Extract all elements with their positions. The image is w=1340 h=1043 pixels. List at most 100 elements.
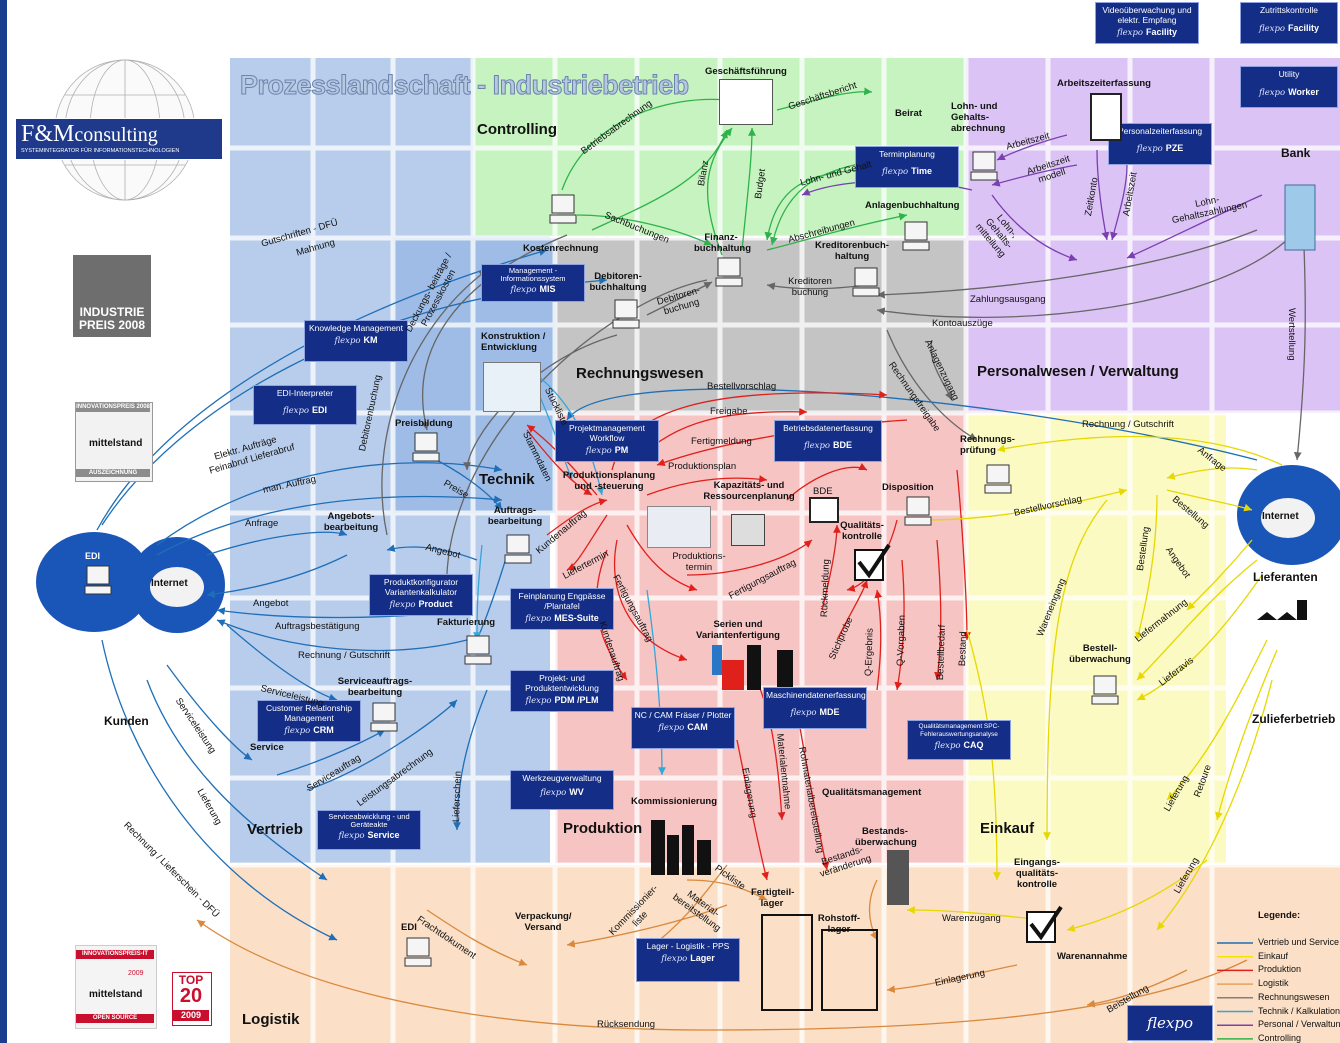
node-serviceauftrag-bearbeitung: Serviceauftrags- bearbeitung: [337, 676, 413, 698]
team-icon: [647, 506, 711, 548]
award-mittelstand-2009: mittelstand: [89, 989, 143, 1000]
flexpo-logo: flexpo: [1127, 1005, 1213, 1041]
external-lieferanten: Lieferanten: [1253, 570, 1318, 584]
flow-angebot-kunde: Angebot: [253, 598, 289, 609]
external-edi: EDI: [85, 551, 101, 561]
company-tagline: SYSTEMINTEGRATOR FÜR INFORMATIONSTECHNOL…: [21, 148, 180, 154]
flow-bestellvorschlag-1: Bestellvorschlag: [707, 381, 777, 392]
node-produktionstermin: Produktions- termin: [672, 551, 726, 573]
external-zulieferbetrieb: Zulieferbetrieb: [1252, 712, 1336, 726]
node-fakturierung: Fakturierung: [437, 617, 496, 628]
node-edi-logistik: EDI: [401, 922, 417, 933]
node-eingangskontrolle: Eingangs- qualitäts- kontrolle: [1014, 857, 1060, 890]
external-internet-left: Internet: [151, 578, 188, 589]
flow-zahlungsausgang: Zahlungsausgang: [970, 294, 1046, 305]
flow-anfrage-kunde: Anfrage: [245, 518, 279, 529]
award-top20-num: 20: [179, 985, 203, 1007]
module-caq[interactable]: Qualitätsmanagement SPC-Fehlerauswertung…: [907, 720, 1011, 760]
node-kommissionierung: Kommissionierung: [631, 796, 718, 807]
legend-lines: [1217, 942, 1253, 1040]
plan-board-icon: [731, 514, 765, 546]
node-konstruktion: Konstruktion / Entwicklung: [481, 331, 546, 353]
flow-warenzugang: Warenzugang: [942, 913, 1001, 924]
module-product[interactable]: Produktkonfigurator Variantenkalkulator …: [369, 574, 473, 616]
clock-terminal-icon: [1090, 93, 1122, 141]
flow-rechnung-gutschrift-kunde: Rechnung / Gutschrift: [298, 650, 390, 661]
flow-bestand: Bestand: [957, 631, 970, 667]
legend-item: Rechnungswesen: [1258, 991, 1330, 1002]
node-debitorenbuchhaltung: Debitoren- buchhaltung: [589, 271, 647, 293]
company-logo: [15, 118, 223, 160]
flow-produktionsplan: Produktionsplan: [668, 461, 737, 472]
external-kunden: Kunden: [104, 714, 149, 728]
zone-produktion-bg: [555, 413, 966, 863]
external-bank: Bank: [1281, 146, 1311, 160]
module-videoueberwachung-name: Videoüberwachung und elektr. Empfang: [1102, 5, 1192, 25]
zone-label-rechnungswesen: Rechnungswesen: [576, 365, 704, 382]
module-videoueberwachung[interactable]: Videoüberwachung und elektr. Empfang fle…: [1095, 2, 1199, 44]
flexpo-logo-text: flexpo: [1147, 1014, 1193, 1032]
flow-q-vorgaben: Q-Vorgaben: [895, 614, 908, 667]
module-zutrittskontrolle-name: Zutrittskontrolle: [1259, 5, 1319, 15]
node-fertigteillager: Fertigteil- lager: [751, 887, 795, 909]
node-serien: Serien und Variantenfertigung: [696, 619, 780, 641]
flow-fertigmeldung: Fertigmeldung: [691, 436, 752, 447]
award-open-source: OPEN SOURCE: [76, 1014, 154, 1023]
award-industriepreis-text: INDUSTRIE PREIS 2008: [78, 305, 146, 332]
node-service: Service: [250, 742, 284, 753]
zone-label-einkauf: Einkauf: [980, 820, 1035, 837]
legend-item: Vertrieb und Service: [1258, 937, 1340, 947]
zone-label-technik: Technik: [479, 471, 535, 488]
node-disposition: Disposition: [882, 482, 934, 493]
node-preisbildung: Preisbildung: [395, 418, 453, 429]
legend-title: Legende:: [1258, 910, 1301, 921]
computer-icons: [84, 151, 1119, 967]
award-innovationspreis-it-title: INNOVATIONSPREIS-IT: [76, 950, 154, 959]
flow-kreditorenbuchung: Kreditoren buchung: [788, 276, 832, 298]
award-industriepreis: [73, 255, 151, 337]
zone-label-vertrieb: Vertrieb: [247, 821, 303, 838]
zone-label-produktion: Produktion: [563, 820, 643, 837]
node-rechnungspruefung: Rechnungs- prüfung: [960, 434, 1015, 456]
award-innovationspreis-2008-title: INNOVATIONSPREIS 2008: [76, 403, 150, 412]
zone-label-controlling: Controlling: [477, 121, 557, 138]
drafting-table-icon: [483, 362, 541, 412]
flow-kontoauszuege: Kontoauszüge: [932, 318, 993, 329]
node-rohstofflager: Rohstoff- lager: [817, 913, 861, 935]
company-name: F&Mconsulting: [21, 121, 158, 148]
award-innovationspreis-2008: [75, 402, 153, 482]
page-title: Prozesslandschaft - Industriebetrieb: [240, 70, 690, 101]
node-auftragsbearbeitung: Auftrags- bearbeitung: [487, 505, 543, 527]
node-beirat: Beirat: [895, 108, 922, 119]
node-arbeitszeiterfassung: Arbeitszeiterfassung: [1057, 78, 1151, 89]
award-top20-year: 2009: [173, 1010, 209, 1021]
company-name-rest: consulting: [74, 124, 158, 146]
zone-label-logistik: Logistik: [242, 1011, 300, 1028]
node-bestandsueberwachung: Bestands- überwachung: [855, 826, 917, 848]
chart-board-icon: [719, 79, 773, 125]
legend-item: Personal / Verwaltung: [1258, 1019, 1340, 1030]
flow-auftragsbestaetigung: Auftragsbestätigung: [275, 621, 360, 632]
award-top20-top: TOP: [178, 973, 204, 987]
module-service[interactable]: Serviceabwicklung - und Geräteakte flexp…: [317, 810, 421, 850]
node-angebotsbearbeitung: Angebots- bearbeitung: [323, 511, 379, 533]
